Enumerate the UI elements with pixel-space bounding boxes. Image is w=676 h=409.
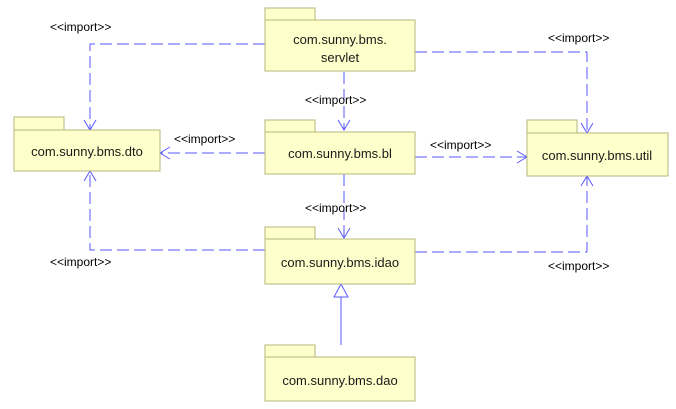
- package-util[interactable]: com.sunny.bms.util: [526, 119, 669, 177]
- dependency-bl-dto[interactable]: [159, 146, 265, 160]
- package-util-label: com.sunny.bms.util: [542, 148, 652, 163]
- stereotype-idao-dto: <<import>>: [50, 255, 111, 269]
- stereotype-servlet-util: <<import>>: [548, 31, 609, 45]
- stereotype-bl-idao: <<import>>: [305, 201, 366, 215]
- dependency-bl-idao[interactable]: [337, 174, 351, 239]
- package-dao[interactable]: com.sunny.bms.dao: [264, 344, 416, 402]
- realization-dao-idao[interactable]: [333, 282, 349, 345]
- dependency-idao-util[interactable]: [415, 175, 594, 253]
- stereotype-servlet-dto: <<import>>: [50, 20, 111, 34]
- package-idao[interactable]: com.sunny.bms.idao: [264, 226, 416, 285]
- package-dto-label: com.sunny.bms.dto: [31, 144, 143, 159]
- package-servlet-label-line1: com.sunny.bms.: [293, 32, 387, 47]
- dependency-bl-util[interactable]: [415, 150, 528, 164]
- dependency-idao-dto[interactable]: [83, 170, 265, 251]
- package-dao-label: com.sunny.bms.dao: [282, 373, 397, 388]
- package-bl-label: com.sunny.bms.bl: [288, 146, 392, 161]
- dependency-servlet-bl[interactable]: [337, 72, 351, 131]
- package-dto[interactable]: com.sunny.bms.dto: [13, 116, 161, 172]
- dependency-servlet-dto[interactable]: [83, 43, 265, 131]
- stereotype-idao-util: <<import>>: [548, 259, 609, 273]
- package-idao-label: com.sunny.bms.idao: [281, 255, 399, 270]
- stereotype-bl-util: <<import>>: [430, 138, 491, 152]
- package-servlet[interactable]: com.sunny.bms. servlet: [264, 7, 416, 72]
- package-bl[interactable]: com.sunny.bms.bl: [264, 119, 416, 175]
- stereotype-servlet-bl: <<import>>: [305, 93, 366, 107]
- stereotype-bl-dto: <<import>>: [174, 132, 235, 146]
- package-servlet-label-line2: servlet: [321, 50, 360, 65]
